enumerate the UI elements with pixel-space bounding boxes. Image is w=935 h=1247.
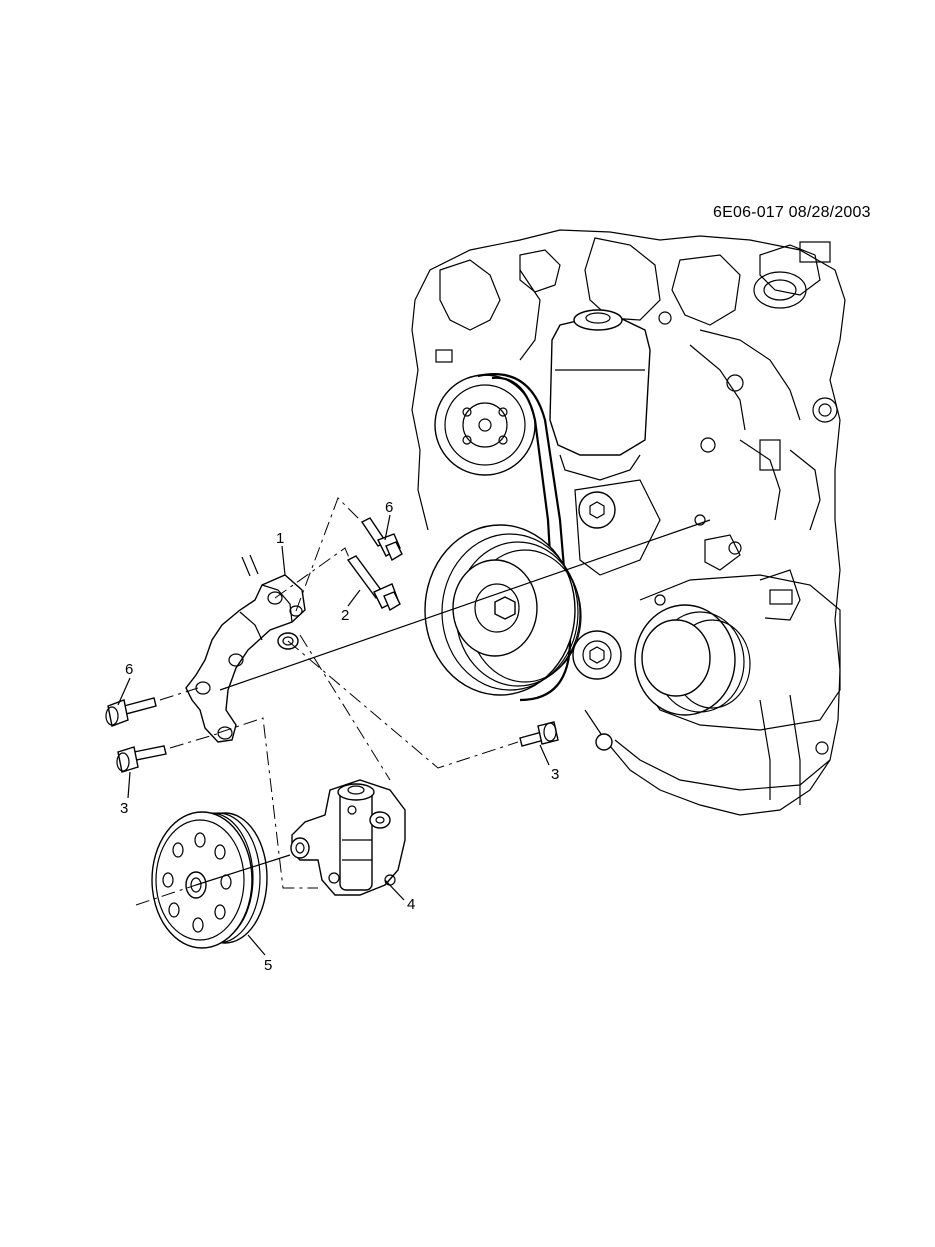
document-id: 6E06-017 08/28/2003 xyxy=(713,204,871,221)
callout-3-right: 3 xyxy=(551,766,559,783)
callout-6-top: 6 xyxy=(385,499,393,516)
assembly-lines xyxy=(135,497,711,906)
bolt-icon xyxy=(346,555,401,612)
callout-6-left: 6 xyxy=(125,661,133,678)
pulley-icon xyxy=(151,811,268,949)
callout-4: 4 xyxy=(407,896,415,913)
bolt-icon xyxy=(116,745,167,773)
bracket-icon xyxy=(185,554,306,743)
power-steering-pump-icon xyxy=(290,779,406,896)
callout-labels: 1 2 3 3 4 5 6 6 xyxy=(120,499,559,974)
bolt-icon xyxy=(105,697,157,727)
callout-5: 5 xyxy=(264,957,272,974)
engine-assembly-icon xyxy=(411,229,846,816)
callout-1: 1 xyxy=(276,530,284,547)
callout-leaders xyxy=(117,514,550,956)
bolt-icon xyxy=(360,517,403,562)
callout-3-left: 3 xyxy=(120,800,128,817)
bolt-icon xyxy=(519,721,559,747)
callout-2: 2 xyxy=(341,607,349,624)
